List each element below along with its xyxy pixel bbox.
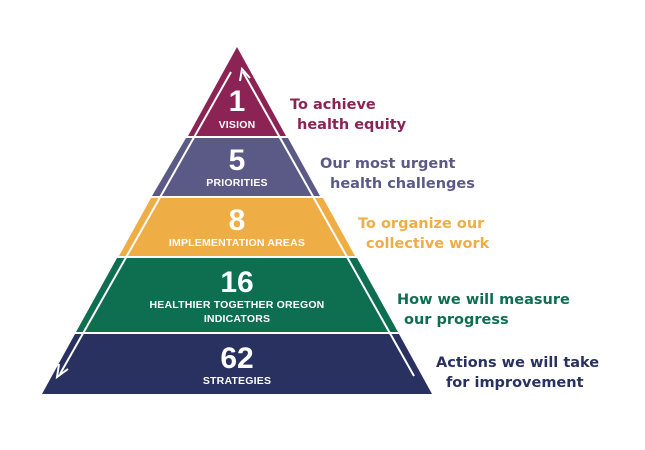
desc-priorities-line2: health challenges	[330, 176, 475, 192]
left-arrow	[59, 71, 232, 375]
tier-priorities-shape	[152, 138, 320, 196]
tier-priorities-number: 5	[229, 144, 246, 177]
desc-implementation-areas-line2: collective work	[366, 236, 490, 252]
desc-indicators: How we will measure our progress	[397, 292, 570, 328]
desc-priorities-line1: Our most urgent	[320, 156, 456, 172]
desc-vision-line1: To achieve	[290, 97, 376, 113]
desc-indicators-line1: How we will measure	[397, 292, 570, 308]
tier-implementation-areas-label: IMPLEMENTATION AREAS	[169, 237, 305, 249]
tier-indicators-label-line2: INDICATORS	[204, 313, 270, 325]
desc-strategies-line2: for improvement	[446, 375, 584, 391]
tier-vision: 1 VISION	[188, 47, 286, 136]
desc-vision: To achieve health equity	[290, 97, 407, 133]
desc-implementation-areas-line1: To organize our	[358, 216, 485, 232]
tier-vision-shape	[188, 47, 286, 136]
tier-strategies-label: STRATEGIES	[203, 375, 271, 387]
desc-strategies: Actions we will take for improvement	[436, 355, 599, 391]
tier-implementation-areas-shape	[119, 198, 355, 256]
tier-indicators: 16 HEALTHIER TOGETHER OREGON INDICATORS	[76, 258, 398, 332]
right-arrow	[242, 71, 415, 377]
desc-implementation-areas: To organize our collective work	[358, 216, 490, 252]
tier-indicators-number: 16	[220, 266, 253, 299]
side-arrows	[55, 66, 415, 380]
tier-strategies-shape	[42, 334, 432, 394]
tier-strategies: 62 STRATEGIES	[42, 334, 432, 394]
tier-priorities-label: PRIORITIES	[206, 177, 268, 189]
tier-indicators-label-line1: HEALTHIER TOGETHER OREGON	[150, 299, 325, 311]
tier-vision-number: 1	[229, 85, 246, 118]
tier-strategies-number: 62	[220, 342, 253, 375]
tier-priorities: 5 PRIORITIES	[152, 138, 320, 196]
desc-vision-line2: health equity	[297, 117, 407, 133]
desc-priorities: Our most urgent health challenges	[320, 156, 475, 192]
tier-vision-label: VISION	[219, 119, 256, 131]
tier-implementation-areas: 8 IMPLEMENTATION AREAS	[119, 198, 355, 256]
desc-indicators-line2: our progress	[404, 312, 509, 328]
tier-indicators-shape	[76, 258, 398, 332]
tier-implementation-areas-number: 8	[229, 204, 246, 237]
left-arrow-head-icon	[55, 363, 69, 380]
right-arrow-head-icon	[239, 66, 251, 82]
desc-strategies-line1: Actions we will take	[436, 355, 599, 371]
